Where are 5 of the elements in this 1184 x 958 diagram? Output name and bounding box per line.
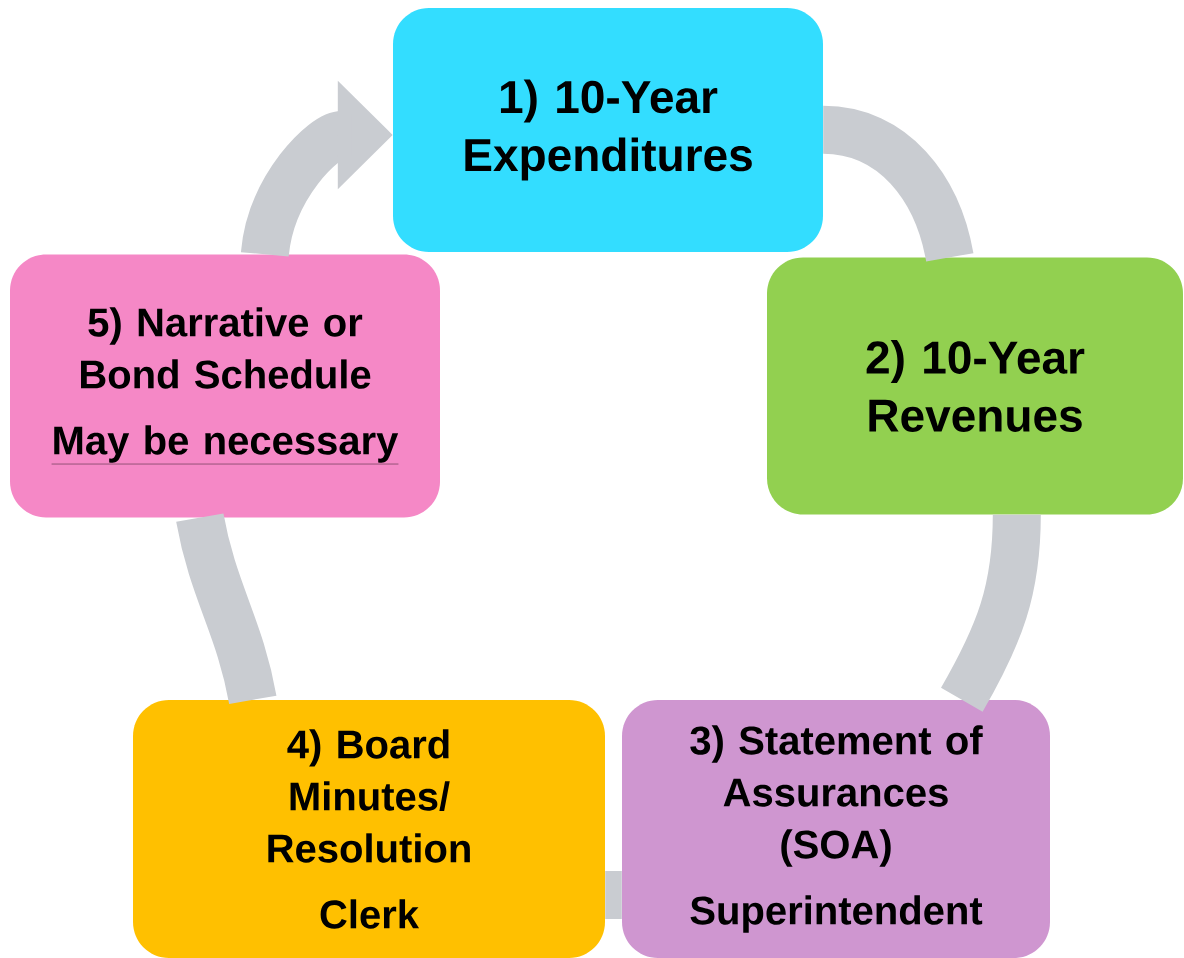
step-box: 5) Narrative or Bond Schedule May be necessary xyxy=(10,254,440,518)
step-box: 2) 10-Year Revenues xyxy=(767,257,1183,515)
step-box: 4) Board Minutes/ Resolution Clerk xyxy=(133,700,605,958)
step-box: 1) 10-Year Expenditures xyxy=(393,8,823,252)
step-box: 3) Statement of Assurances (SOA) Superintendent xyxy=(622,700,1050,958)
